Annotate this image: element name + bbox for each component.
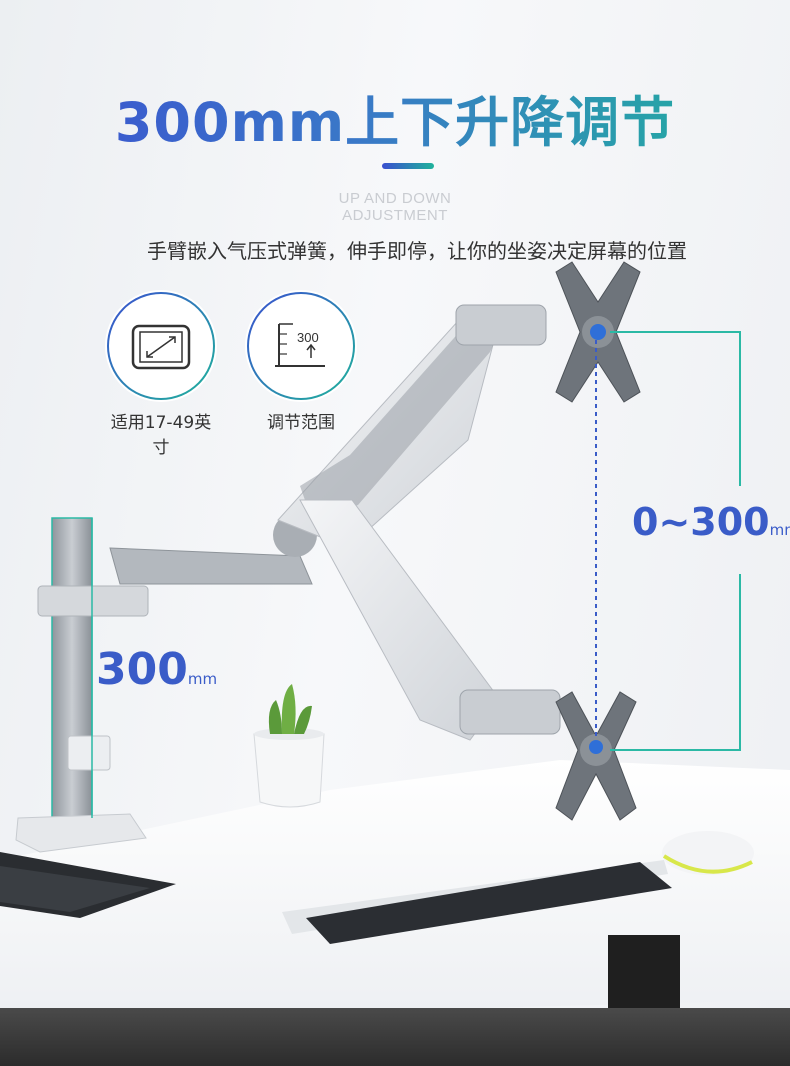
height-range-icon-text: 300 bbox=[297, 330, 319, 345]
vertical-range-value: 0~300 bbox=[632, 500, 770, 544]
feature-description: 手臂嵌入气压式弹簧，伸手即停，让你的坐姿决定屏幕的位置 bbox=[147, 239, 687, 263]
vertical-range-label: 0~300mm bbox=[632, 500, 790, 544]
feature-circle bbox=[107, 292, 215, 400]
vesa-plate-upper bbox=[555, 261, 641, 403]
pole-height-value: 300 bbox=[96, 644, 188, 695]
vertical-range-unit: mm bbox=[769, 521, 790, 539]
mount-pole bbox=[52, 518, 92, 818]
height-range-icon: 300 bbox=[275, 323, 325, 367]
vesa-plate-lower bbox=[555, 691, 637, 821]
feature-height-range: 300 调节范围 bbox=[246, 292, 356, 433]
feature-circle: 300 bbox=[247, 292, 355, 400]
tilt-joint-lower bbox=[459, 689, 561, 735]
subtitle-english: UP AND DOWN ADJUSTMENT bbox=[0, 190, 790, 224]
page-title: 300mm上下升降调节 bbox=[0, 78, 790, 157]
subtitle-line-1: UP AND DOWN bbox=[338, 190, 452, 207]
tilt-joint-upper bbox=[455, 304, 547, 346]
pole-height-label: 300mm bbox=[96, 644, 217, 695]
vertical-range-guide bbox=[595, 331, 741, 751]
mouse bbox=[662, 831, 754, 875]
pole-collar bbox=[37, 585, 149, 617]
feature-label: 适用17-49英寸 bbox=[110, 413, 212, 458]
pole-height-unit: mm bbox=[187, 670, 218, 688]
feature-label: 调节范围 bbox=[267, 413, 335, 433]
laptop bbox=[0, 852, 176, 918]
desk-clamp-base bbox=[15, 813, 147, 853]
keyboard bbox=[306, 862, 672, 944]
potted-plant bbox=[253, 684, 325, 808]
base-arm bbox=[109, 547, 313, 585]
subtitle-line-2: ADJUSTMENT bbox=[342, 207, 448, 224]
desk-leg bbox=[608, 935, 680, 1008]
title-underline bbox=[382, 163, 434, 169]
desk-top bbox=[0, 760, 790, 1012]
footer-band bbox=[0, 1008, 790, 1066]
screen-size-icon bbox=[131, 324, 191, 370]
cable-clip bbox=[67, 735, 111, 771]
feature-screen-size: 适用17-49英寸 bbox=[106, 292, 216, 458]
